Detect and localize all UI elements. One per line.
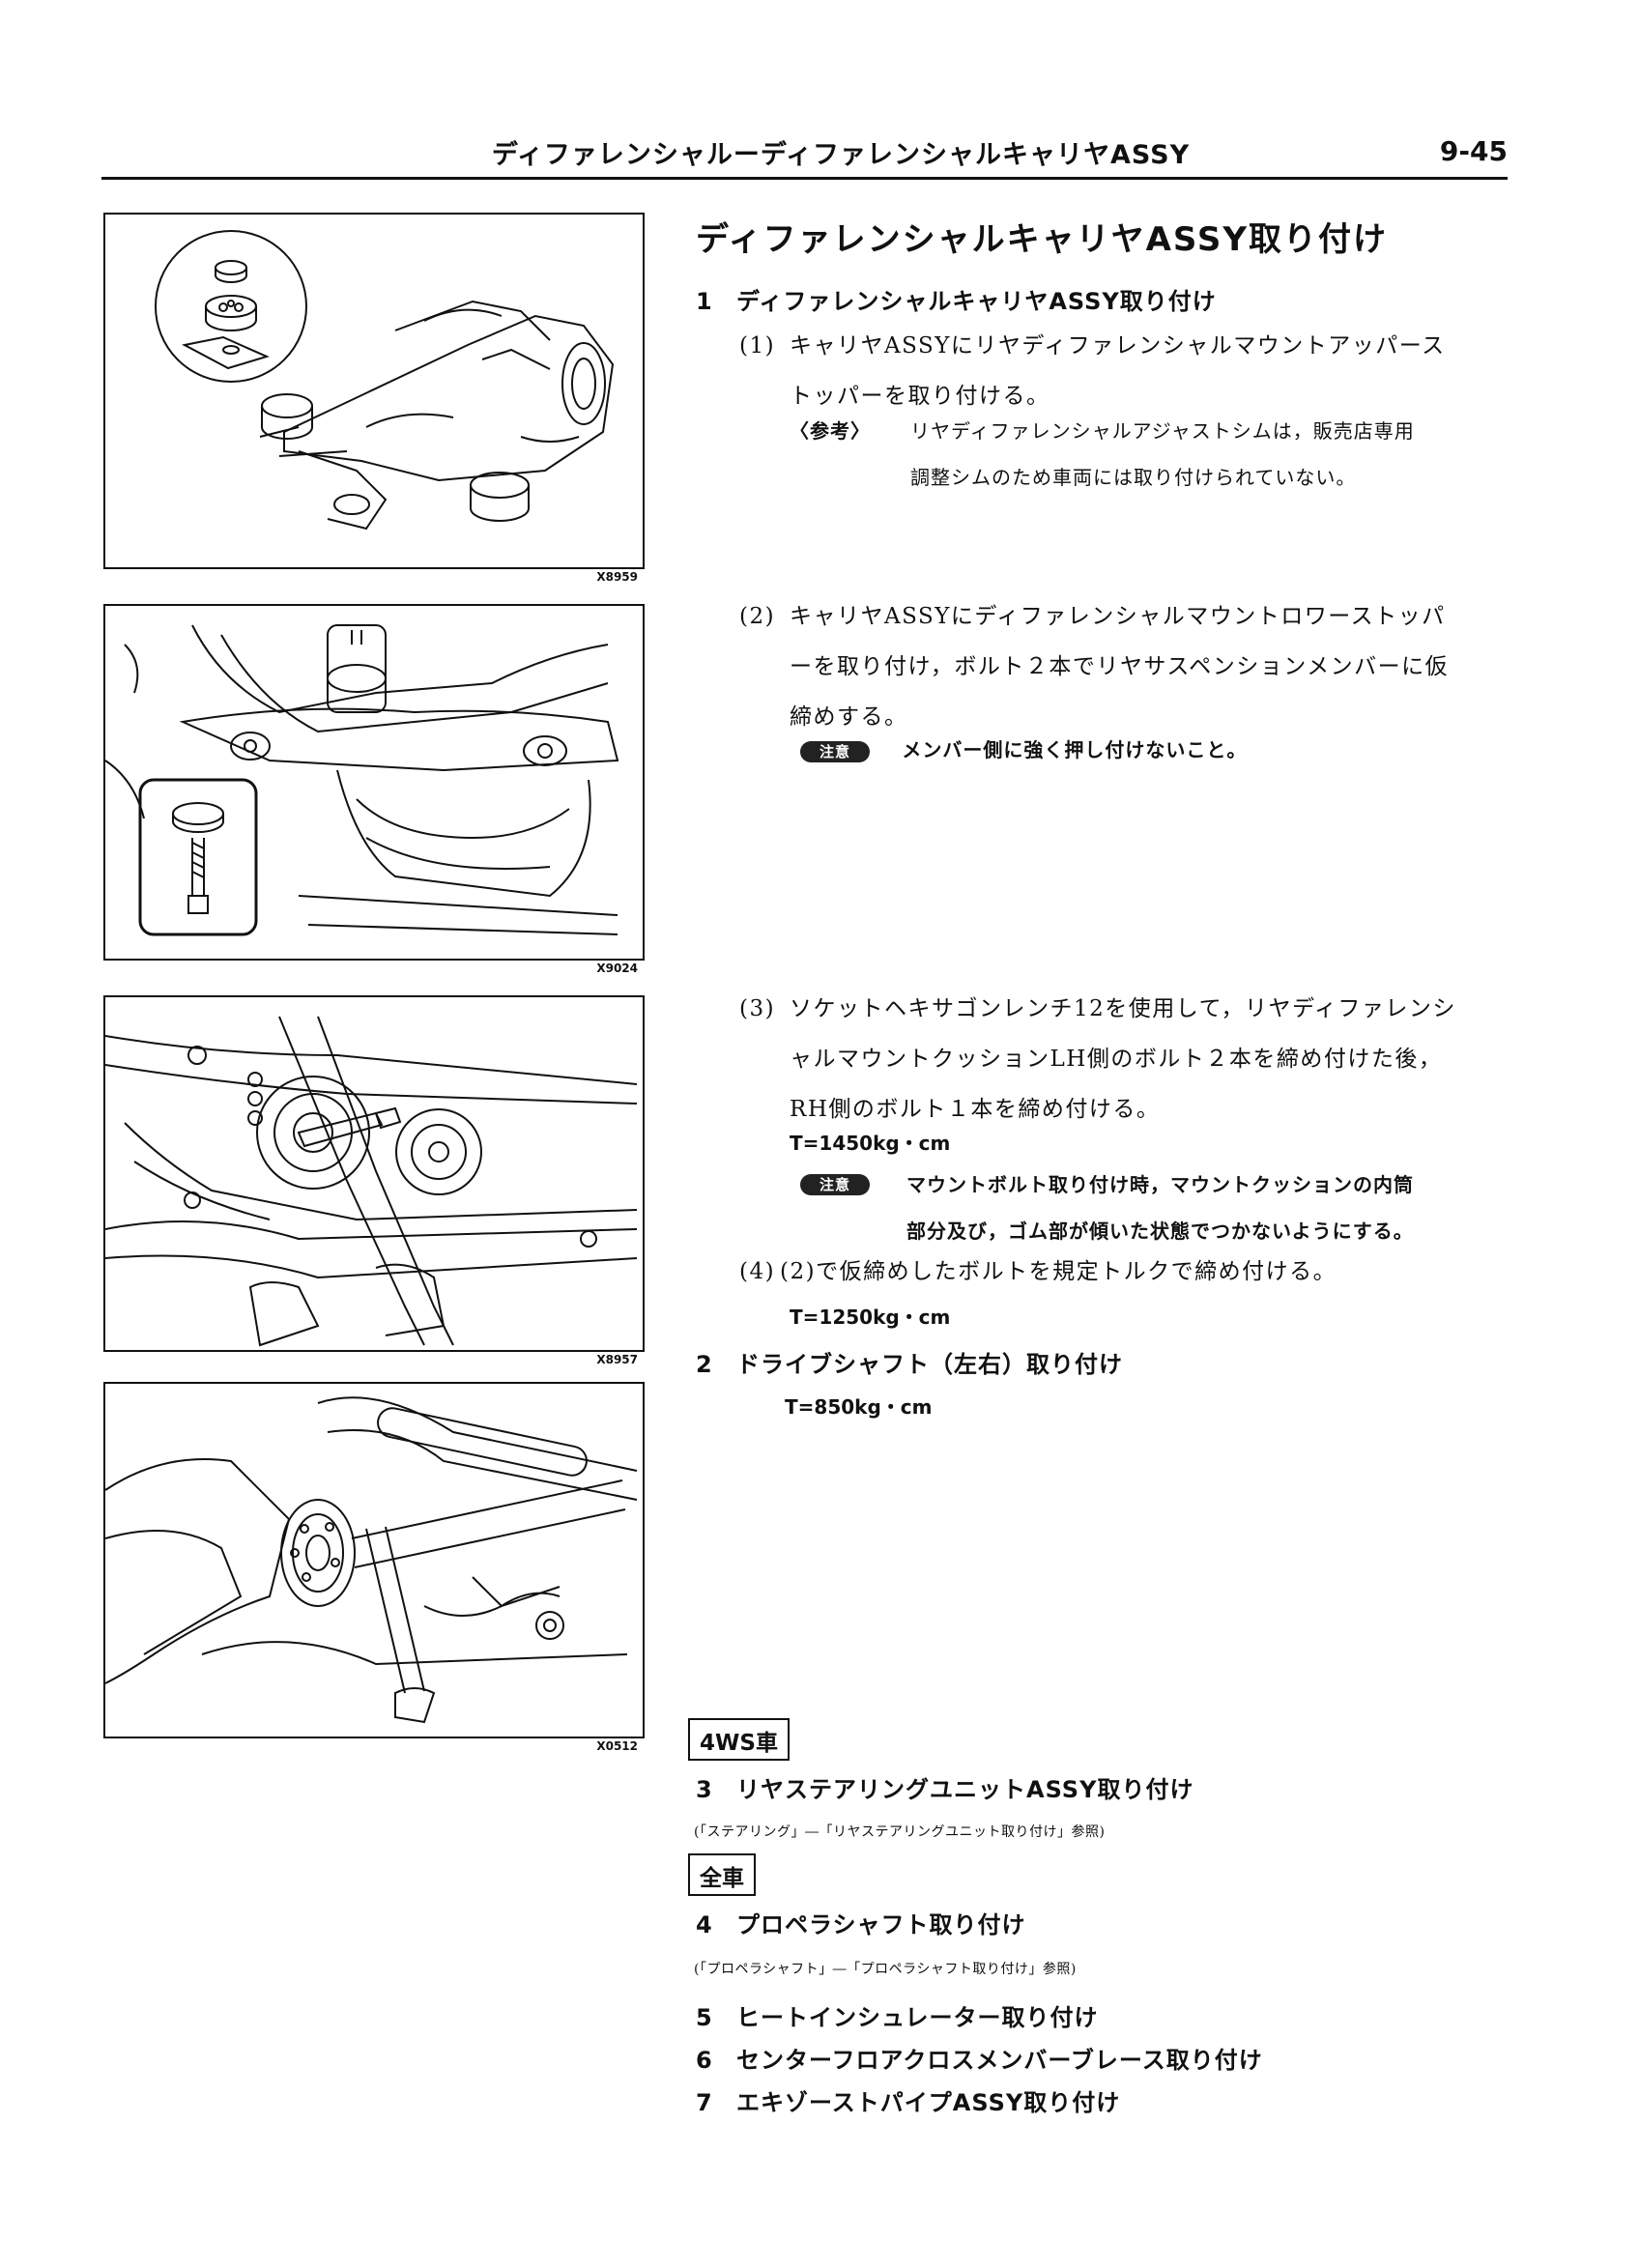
cross-reference: (「プロペラシャフト」―「プロペラシャフト取り付け」参照) [694,1962,1077,1977]
vehicle-type-box: 全車 [688,1853,756,1896]
substep-line: 締めする。 [790,704,908,730]
figure-code: X0512 [596,1739,638,1753]
figure-code: X8957 [596,1353,638,1366]
caution-note: 注意 マウントボルト取り付け時，マウントクッションの内筒 部分及び，ゴム部が傾い… [800,1162,1515,1254]
figure-drive-shaft [103,1382,645,1738]
caution-badge: 注意 [800,740,870,762]
step-number: 1 [696,288,713,315]
torque-spec: T=850kg・cm [785,1395,933,1419]
substep-number: (4) [739,1259,776,1284]
step-6-heading: 6 センターフロアクロスメンバーブレース取り付け [696,2041,1263,2075]
reference-line: リヤディファレンシャルアジャストシムは，販売店専用 [910,419,1415,443]
step-number: 5 [696,2004,713,2031]
substep-1: (1) キャリヤASSYにリヤディファレンシャルマウントアッパース トッパーを取… [739,321,1512,421]
reference-label: 〈参考〉 [790,419,871,443]
substep-2: (2) キャリヤASSYにディファレンシャルマウントロワーストッパ ーを取り付け… [739,591,1512,742]
vehicle-type-box: 4WS車 [688,1718,790,1761]
cross-reference: (「ステアリング」―「リヤステアリングユニット取り付け」参照) [694,1824,1106,1840]
figure-lower-stopper-bolts [103,604,645,961]
step-number: 3 [696,1776,713,1803]
caution-badge: 注意 [800,1174,870,1195]
step-title: センターフロアクロスメンバーブレース取り付け [736,2047,1263,2074]
substep-line: ャルマウントクッションLH側のボルト２本を締め付けた後， [790,1047,1443,1072]
step-title: ディファレンシャルキャリヤASSY取り付け [736,288,1217,315]
substep-line: キャリヤASSYにディファレンシャルマウントロワーストッパ [790,604,1446,629]
torque-spec: T=1250kg・cm [790,1306,951,1329]
figure-mount-cushion-wrench [103,995,645,1352]
step-7-heading: 7 エキゾーストパイプASSY取り付け [696,2083,1120,2117]
page-number: 9-45 [1439,135,1508,167]
step-5-heading: 5 ヒートインシュレーター取り付け [696,1998,1099,2032]
reference-line: 調整シムのため車両には取り付けられていない。 [910,466,1357,489]
substep-line: トッパーを取り付ける。 [790,384,1050,409]
caution-note: 注意 メンバー側に強く押し付けないこと。 [800,727,1515,773]
section-title: ディファレンシャルキャリヤASSY取り付け [696,220,1388,259]
caution-line: 部分及び，ゴム部が傾いた状態でつかないようにする。 [906,1220,1414,1243]
step-number: 2 [696,1351,713,1378]
step-1-heading: 1 ディファレンシャルキャリヤASSY取り付け [696,282,1217,316]
step-title: エキゾーストパイプASSY取り付け [736,2089,1121,2116]
substep-3: (3) ソケットヘキサゴンレンチ12を使用して，リヤディファレンシ ャルマウント… [739,984,1512,1134]
step-3-heading: 3 リヤステアリングユニットASSY取り付け [696,1770,1193,1804]
substep-line: (2)で仮締めしたボルトを規定トルクで締め付ける。 [780,1259,1337,1284]
step-2-heading: 2 ドライブシャフト（左右）取り付け [696,1345,1123,1379]
page-header-title: ディファレンシャルーディファレンシャルキャリヤASSY [491,140,1191,170]
figure-code: X9024 [596,962,638,975]
figure-code: X8959 [596,570,638,584]
substep-line: ーを取り付け，ボルト２本でリヤサスペンションメンバーに仮 [790,654,1450,679]
caution-line: マウントボルト取り付け時，マウントクッションの内筒 [906,1173,1414,1196]
step-number: 7 [696,2089,713,2116]
figure-differential-carrier [103,213,645,569]
step-title: ヒートインシュレーター取り付け [736,2004,1099,2031]
substep-line: キャリヤASSYにリヤディファレンシャルマウントアッパース [790,333,1446,359]
step-title: リヤステアリングユニットASSY取り付け [736,1776,1194,1803]
substep-line: RH側のボルト１本を締め付ける。 [790,1097,1161,1122]
reference-note: 〈参考〉 リヤディファレンシャルアジャストシムは，販売店専用 調整シムのため車両… [790,408,1524,501]
header-rule [101,177,1508,180]
step-4-heading: 4 プロペラシャフト取り付け [696,1906,1026,1939]
substep-number: (2) [739,604,776,629]
step-number: 6 [696,2047,713,2074]
substep-4: (4) (2)で仮締めしたボルトを規定トルクで締め付ける。 [739,1247,1512,1297]
step-title: プロペラシャフト取り付け [736,1911,1026,1938]
step-number: 4 [696,1911,713,1938]
substep-number: (3) [739,996,776,1021]
caution-text: メンバー側に強く押し付けないこと。 [902,738,1248,761]
torque-spec: T=1450kg・cm [790,1132,951,1155]
substep-line: ソケットヘキサゴンレンチ12を使用して，リヤディファレンシ [790,996,1456,1021]
substep-number: (1) [739,333,776,359]
step-title: ドライブシャフト（左右）取り付け [736,1351,1123,1378]
